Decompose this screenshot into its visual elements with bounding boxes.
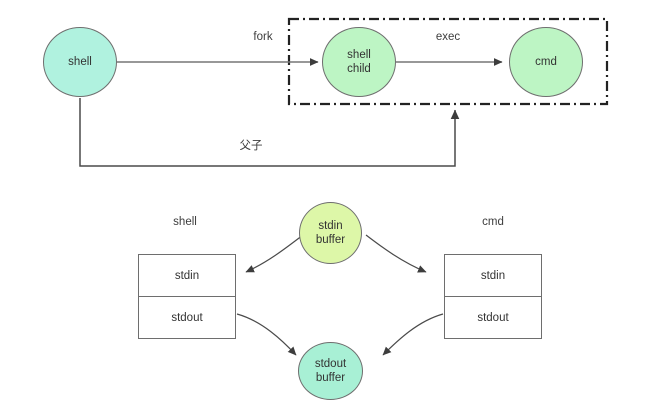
node-shell[interactable]: shell — [43, 27, 117, 97]
node-stdin-buffer[interactable]: stdin buffer — [299, 202, 362, 264]
stdout-buffer-label-line1: stdout — [314, 358, 347, 370]
node-shell-child-label-line1: shell — [347, 49, 371, 61]
node-shell-child[interactable]: shell child — [322, 27, 396, 97]
stdin-buffer-to-shell-stdin-edge — [245, 234, 304, 273]
cmd-stdout-to-stdout-buffer-edge — [382, 313, 444, 356]
node-shell-child-label-line2: child — [347, 63, 371, 75]
cmd-stdout-label: stdout — [477, 311, 509, 324]
stdout-buffer-label-line2: buffer — [315, 372, 346, 384]
node-cmd-label: cmd — [535, 56, 557, 68]
cmd-stdin-label: stdin — [480, 269, 506, 282]
node-stdout-buffer[interactable]: stdout buffer — [298, 342, 363, 400]
shell-stdin-label: stdin — [174, 269, 200, 282]
shell-stdout-label: stdout — [171, 311, 203, 324]
node-cmd[interactable]: cmd — [509, 27, 583, 97]
shell-stdin-cell[interactable]: stdin — [138, 254, 236, 297]
cmd-stdout-cell[interactable]: stdout — [444, 296, 542, 339]
shell-stdout-to-stdout-buffer-edge — [236, 313, 297, 356]
shell-stdout-cell[interactable]: stdout — [138, 296, 236, 339]
node-shell-label: shell — [68, 56, 92, 68]
stdin-buffer-label-line2: buffer — [315, 234, 346, 246]
parent-child-edge — [79, 98, 460, 167]
cmd-stdin-cell[interactable]: stdin — [444, 254, 542, 297]
stdin-buffer-to-cmd-stdin-edge — [365, 234, 427, 273]
stdin-buffer-label-line1: stdin — [318, 220, 343, 232]
